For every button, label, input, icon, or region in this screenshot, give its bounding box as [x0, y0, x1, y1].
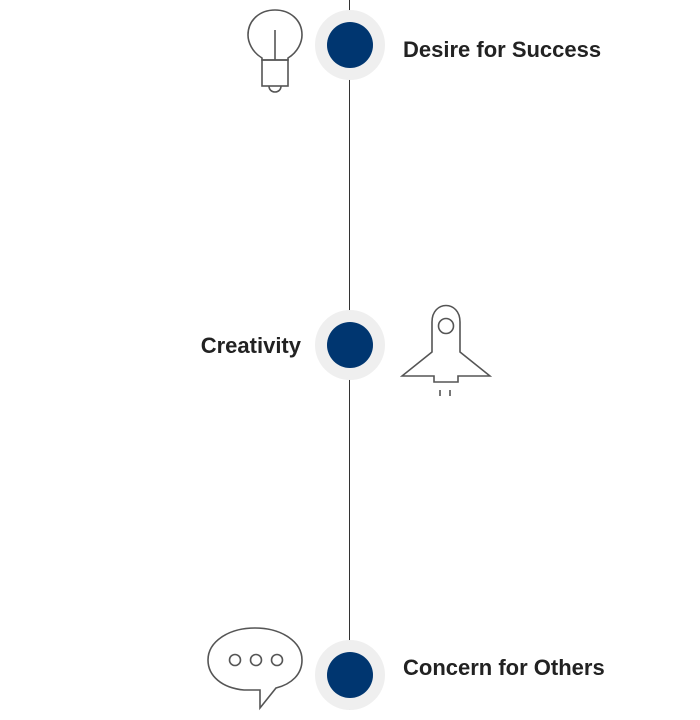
- label-concern-for-others: Concern for Others: [403, 655, 605, 680]
- node-dot: [327, 652, 373, 698]
- rocket-icon: [400, 294, 492, 398]
- label-desire-for-success: Desire for Success: [403, 37, 602, 62]
- label-creativity: Creativity: [200, 333, 301, 358]
- lightbulb-icon: [246, 8, 304, 94]
- timeline-node-creativity: [315, 310, 385, 380]
- speech-bubble-icon: [206, 626, 304, 714]
- node-dot: [327, 322, 373, 368]
- timeline-node-desire-for-success: [315, 10, 385, 80]
- timeline-node-concern-for-others: [315, 640, 385, 710]
- node-dot: [327, 22, 373, 68]
